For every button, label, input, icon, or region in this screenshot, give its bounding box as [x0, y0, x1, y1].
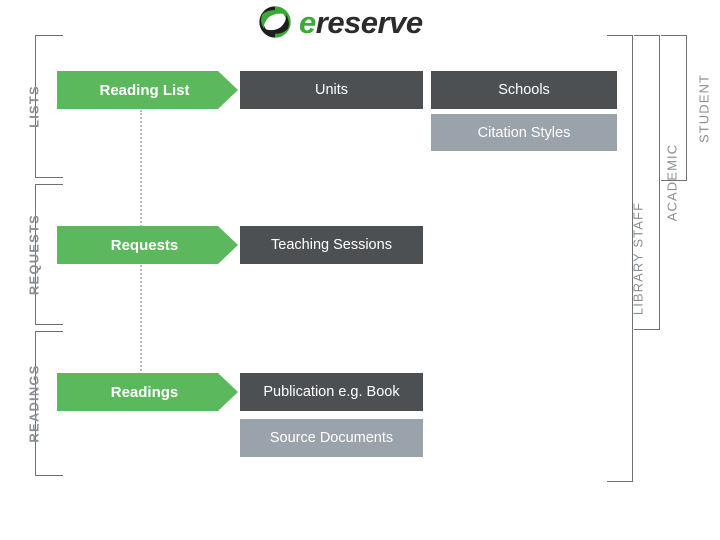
- section-label-lists: LISTS: [26, 85, 42, 128]
- node-schools-label: Schools: [498, 82, 550, 98]
- node-teaching-sessions[interactable]: Teaching Sessions: [240, 226, 423, 264]
- primary-node-reading-list-label: Reading List: [99, 81, 190, 99]
- node-schools[interactable]: Schools: [431, 71, 617, 109]
- node-publication-label: Publication e.g. Book: [263, 384, 400, 400]
- primary-node-requests[interactable]: Requests: [57, 226, 238, 264]
- role-bracket-academic: [634, 35, 660, 330]
- ereserve-logo: ereserve: [258, 2, 438, 42]
- role-label-academic: ACADEMIC: [664, 143, 680, 222]
- primary-node-readings-label: Readings: [110, 383, 179, 401]
- section-bracket-requests: [35, 184, 63, 325]
- section-label-readings: READINGS: [26, 364, 42, 443]
- node-source-documents[interactable]: Source Documents: [240, 419, 423, 457]
- role-bracket-library-staff: [607, 35, 633, 482]
- primary-node-reading-list[interactable]: Reading List: [57, 71, 238, 109]
- primary-node-readings[interactable]: Readings: [57, 373, 238, 411]
- section-bracket-readings: [35, 331, 63, 476]
- node-citation-styles[interactable]: Citation Styles: [431, 114, 617, 151]
- logo-wordmark-accent: e: [299, 4, 316, 40]
- role-label-library-staff: LIBRARY STAFF: [630, 201, 646, 316]
- node-units-label: Units: [314, 82, 349, 98]
- node-units[interactable]: Units: [240, 71, 423, 109]
- chevron-point-icon: [218, 373, 238, 411]
- primary-node-requests-label: Requests: [110, 236, 179, 254]
- ereserve-swirl-icon: [258, 5, 292, 39]
- node-source-documents-label: Source Documents: [269, 430, 394, 446]
- logo-wordmark: ereserve: [299, 7, 423, 38]
- chevron-point-icon: [218, 226, 238, 264]
- chevron-point-icon: [218, 71, 238, 109]
- logo-wordmark-rest: reserve: [315, 4, 423, 40]
- role-bracket-student: [661, 35, 687, 181]
- node-publication[interactable]: Publication e.g. Book: [240, 373, 423, 411]
- node-citation-styles-label: Citation Styles: [477, 124, 571, 141]
- section-bracket-lists: [35, 35, 63, 178]
- role-label-student: STUDENT: [696, 73, 712, 144]
- section-label-requests: REQUESTS: [26, 213, 42, 296]
- node-teaching-sessions-label: Teaching Sessions: [271, 237, 392, 253]
